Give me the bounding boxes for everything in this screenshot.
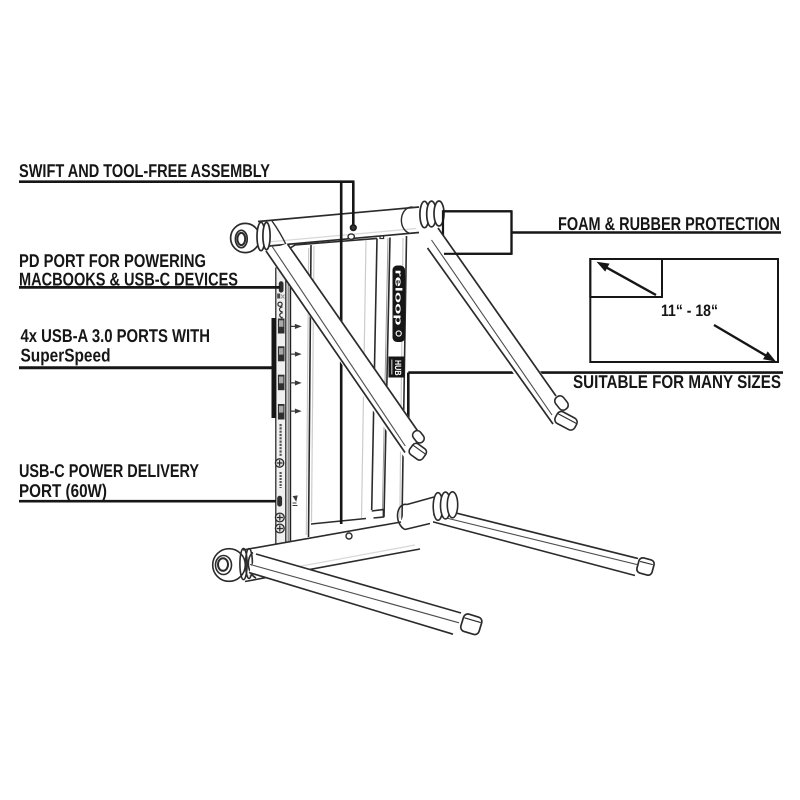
svg-text:HUB: HUB (393, 360, 403, 376)
svg-text:USB-C POWER DELIVERY: USB-C POWER DELIVERY (19, 460, 200, 481)
svg-text:FOAM & RUBBER PROTECTION: FOAM & RUBBER PROTECTION (558, 213, 780, 234)
svg-text:reloop: reloop (392, 270, 403, 326)
svg-text:SuperSpeed: SuperSpeed (21, 345, 111, 366)
svg-text:PORT (60W): PORT (60W) (19, 480, 107, 501)
svg-text:11“ - 18“: 11“ - 18“ (661, 302, 718, 320)
svg-text:4x USB-A 3.0 PORTS WITH: 4x USB-A 3.0 PORTS WITH (21, 325, 211, 346)
svg-text:SUITABLE FOR MANY SIZES: SUITABLE FOR MANY SIZES (573, 371, 781, 392)
svg-text:MACBOOKS & USB-C DEVICES: MACBOOKS & USB-C DEVICES (19, 269, 238, 290)
svg-text:SWIFT AND TOOL-FREE ASSEMBLY: SWIFT AND TOOL-FREE ASSEMBLY (19, 160, 271, 181)
svg-text:PD PORT FOR POWERING: PD PORT FOR POWERING (19, 250, 206, 271)
